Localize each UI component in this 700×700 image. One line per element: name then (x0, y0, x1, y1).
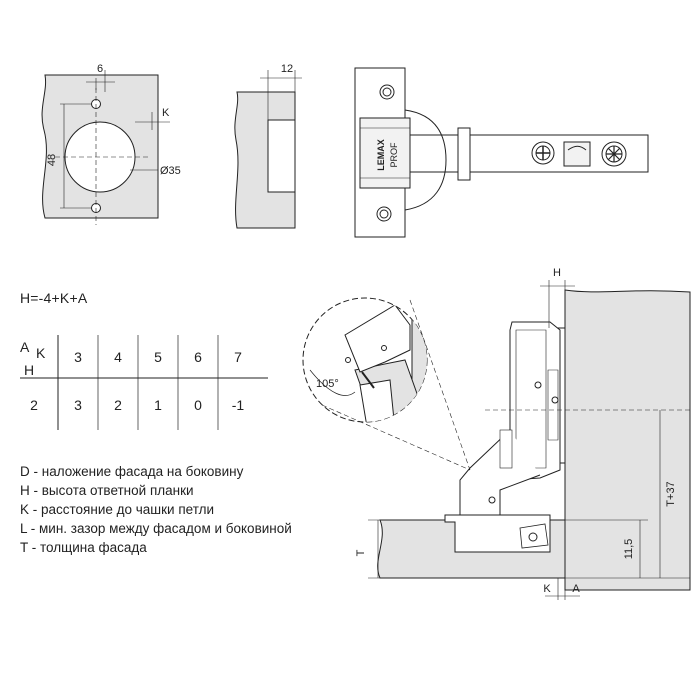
dim-48-label: 48 (46, 154, 58, 166)
dim-t-label: T (355, 549, 367, 556)
dim-t37-label: T+37 (665, 481, 677, 506)
dim-6-label: 6 (97, 63, 103, 75)
table-h-value: 2 (114, 397, 122, 413)
side-profile-drawing: 12 (234, 63, 302, 229)
dim-a-bottom-label: A (572, 583, 580, 595)
dim-d35-label: Ø35 (160, 165, 181, 177)
brand-sub-label: PROF (389, 142, 399, 168)
k-h-table: A K H 3 4 5 6 7 2 3 2 1 0 -1 (20, 335, 268, 430)
table-k-value: 5 (154, 349, 162, 365)
table-h-value: 2 (30, 397, 38, 413)
table-h-value: 0 (194, 397, 202, 413)
hinge-top-view (354, 67, 649, 238)
table-h-value: 3 (74, 397, 82, 413)
table-k-value: 6 (194, 349, 202, 365)
legend: D - наложение фасада на боковину H - выс… (20, 462, 292, 557)
table-k-value: 7 (234, 349, 242, 365)
table-corner-h: H (24, 362, 34, 378)
formula: H=-4+K+A (20, 290, 88, 306)
legend-item: K - расстояние до чашки петли (20, 502, 215, 517)
cup-hole-drawing: 6 48 K Ø35 (41, 63, 181, 225)
legend-item: H - высота ответной планки (20, 483, 194, 498)
table-corner-a: A (20, 339, 30, 355)
legend-item: D - наложение фасада на боковину (20, 464, 244, 479)
table-h-value: 1 (154, 397, 162, 413)
table-k-value: 4 (114, 349, 122, 365)
legend-item: L - мин. зазор между фасадом и боковиной (20, 521, 292, 536)
dim-k-bottom-label: K (543, 583, 551, 595)
legend-item: T - толщина фасада (20, 540, 147, 555)
table-corner-k: K (36, 345, 46, 361)
assembly-section-view: H T+37 11,5 T K A (355, 267, 691, 600)
dim-angle-label: 105° (316, 378, 339, 390)
dim-115-label: 11,5 (623, 539, 635, 560)
table-h-value: -1 (232, 397, 245, 413)
dim-h-label: H (553, 267, 561, 279)
dim-12-label: 12 (281, 63, 293, 75)
brand-label: LEMAX (376, 139, 386, 171)
table-k-value: 3 (74, 349, 82, 365)
dim-k-label: K (162, 107, 170, 119)
opening-detail-circle: 105° (302, 297, 471, 471)
